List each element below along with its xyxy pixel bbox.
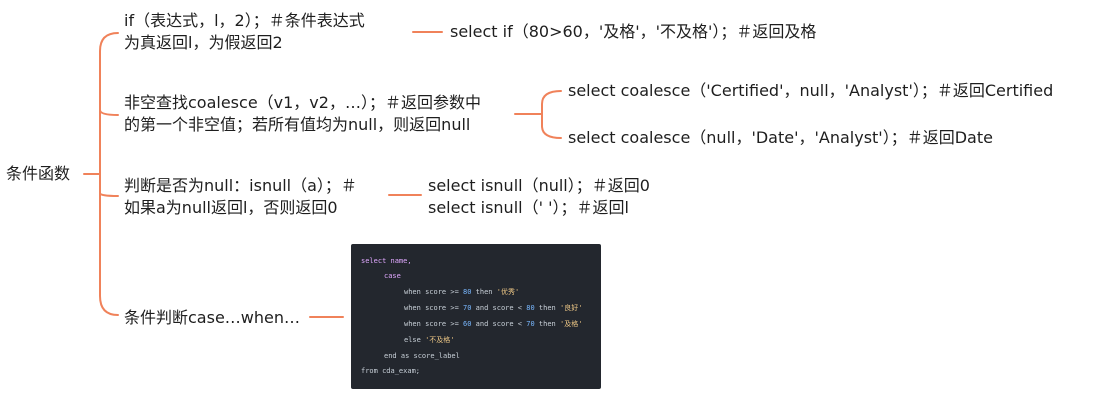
code-line: when score >= 70 and score < 80 then '良好…: [404, 304, 582, 313]
code-token: 70: [463, 304, 472, 312]
code-token: from cda_exam;: [361, 367, 421, 375]
branch-coalesce-label-line1: 非空查找coalesce（v1，v2，…）；＃返回参数中: [124, 93, 481, 112]
code-line: select name,: [361, 257, 412, 266]
branch-isnull-example-1: select isnull（null）；＃返回0: [428, 176, 650, 195]
branch-isnull-label-line1: 判断是否为null：isnull（a）；＃: [124, 176, 357, 195]
branch-coalesce-example-2: select coalesce（null，'Date'，'Analyst'）；＃…: [568, 128, 993, 147]
branch-isnull-example-2: select isnull（' '）；＃返回l: [428, 198, 629, 217]
code-token: case: [384, 272, 401, 280]
code-token: '良好': [559, 304, 583, 312]
code-token: and score <: [471, 320, 527, 328]
code-token: 70: [526, 320, 535, 328]
code-token: and score <: [471, 304, 527, 312]
code-line: end as score_label: [384, 352, 460, 361]
code-token: then: [534, 320, 560, 328]
code-token: 80: [463, 288, 472, 296]
code-token: when score >=: [404, 288, 464, 296]
branch-case-when-label: 条件判断case…when…: [124, 308, 300, 327]
root-topic: 条件函数: [6, 164, 71, 183]
code-token: 80: [526, 304, 535, 312]
branch-if-example: select if（80>60，'及格'，'不及格'）；＃返回及格: [450, 22, 817, 41]
code-token: '优秀': [496, 288, 520, 296]
branch-if-label-line1: if（表达式，l，2）；＃条件表达式: [124, 11, 365, 30]
code-token: else: [404, 336, 426, 344]
code-token: '及格': [559, 320, 583, 328]
code-token: 60: [463, 320, 472, 328]
code-token: when score >=: [404, 304, 464, 312]
code-token: end as score_label: [384, 352, 460, 360]
code-line: case: [384, 272, 401, 281]
code-line: from cda_exam;: [361, 367, 420, 376]
code-line: when score >= 80 then '优秀': [404, 288, 519, 297]
code-token: '不及格': [425, 336, 455, 344]
code-line: else '不及格': [404, 336, 455, 345]
branch-coalesce-label-line2: 的第一个非空值；若所有值均为null，则返回null: [124, 115, 471, 134]
code-token: select name,: [361, 257, 412, 265]
branch-if-label-line2: 为真返回l，为假返回2: [124, 33, 283, 52]
case-when-code-block: select name, case when score >= 80 then …: [351, 244, 601, 389]
branch-coalesce-example-1: select coalesce（'Certified'，null，'Analys…: [568, 81, 1054, 100]
code-token: then: [471, 288, 497, 296]
code-token: then: [534, 304, 560, 312]
branch-isnull-label-line2: 如果a为null返回l，否则返回0: [124, 198, 338, 217]
code-token: when score >=: [404, 320, 464, 328]
code-line: when score >= 60 and score < 70 then '及格…: [404, 320, 582, 329]
